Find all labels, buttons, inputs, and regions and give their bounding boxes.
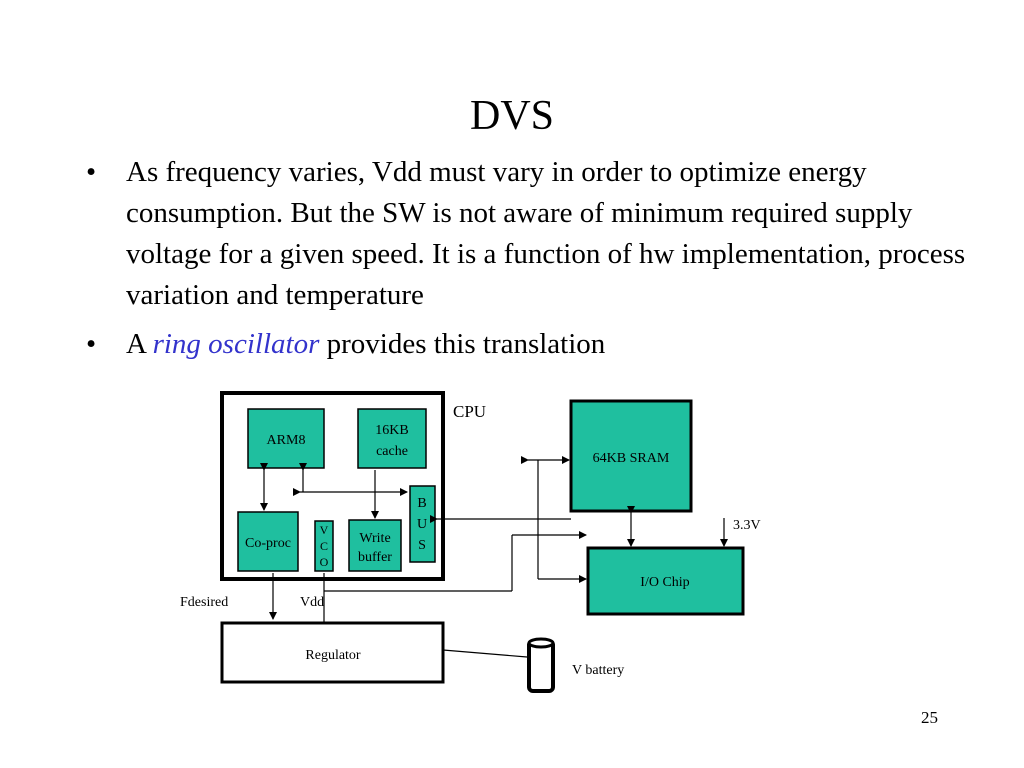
- vdd-label: Vdd: [300, 595, 324, 610]
- bullet-item: • As frequency varies, Vdd must vary in …: [86, 152, 966, 316]
- write-buffer-block: [348, 519, 402, 572]
- battery-icon: [527, 637, 555, 693]
- bullet-suffix: provides this translation: [319, 328, 606, 360]
- bullet-item: • A ring oscillator provides this transl…: [86, 324, 966, 365]
- ring-oscillator-term: ring oscillator: [152, 328, 320, 360]
- bus-letter-b: B: [417, 496, 426, 511]
- coproc-block: [237, 511, 299, 572]
- io-chip-label: I/O Chip: [640, 575, 689, 590]
- bullet-symbol: •: [86, 328, 97, 360]
- vco-letter-o: O: [320, 555, 329, 569]
- battery-label: V battery: [572, 663, 624, 678]
- bullet-list: • As frequency varies, Vdd must vary in …: [86, 152, 966, 373]
- fdesired-label: Fdesired: [180, 595, 228, 610]
- bus-letter-s: S: [418, 538, 426, 553]
- battery-link: [442, 649, 528, 658]
- bullet-symbol: •: [86, 156, 97, 188]
- regulator-label: Regulator: [305, 648, 361, 663]
- arm8-block: [247, 408, 325, 469]
- vco-block: [314, 520, 334, 572]
- page-number: 25: [921, 708, 938, 727]
- bus-block: [409, 485, 436, 563]
- regulator-block: [220, 621, 445, 684]
- bus-letter-u: U: [417, 517, 427, 532]
- cache-label-line2: cache: [376, 444, 408, 459]
- bullet-text: As frequency varies, Vdd must vary in or…: [126, 156, 966, 311]
- write-buffer-label-line2: buffer: [358, 550, 392, 565]
- write-buffer-label-line1: Write: [359, 531, 390, 546]
- supply-3v3-label: 3.3V: [733, 518, 761, 533]
- arm8-label: ARM8: [267, 433, 306, 448]
- cache-label-line1: 16KB: [375, 423, 408, 438]
- slide-title: DVS: [469, 93, 555, 139]
- vco-letter-c: C: [320, 539, 328, 553]
- io-chip-block: [586, 546, 745, 616]
- sram-label: 64KB SRAM: [593, 451, 670, 466]
- coproc-label: Co-proc: [245, 536, 291, 551]
- vco-letter-v: V: [320, 523, 329, 537]
- cpu-label: CPU: [453, 402, 486, 421]
- cache-block: [357, 408, 427, 469]
- bullet-prefix: A: [126, 328, 153, 360]
